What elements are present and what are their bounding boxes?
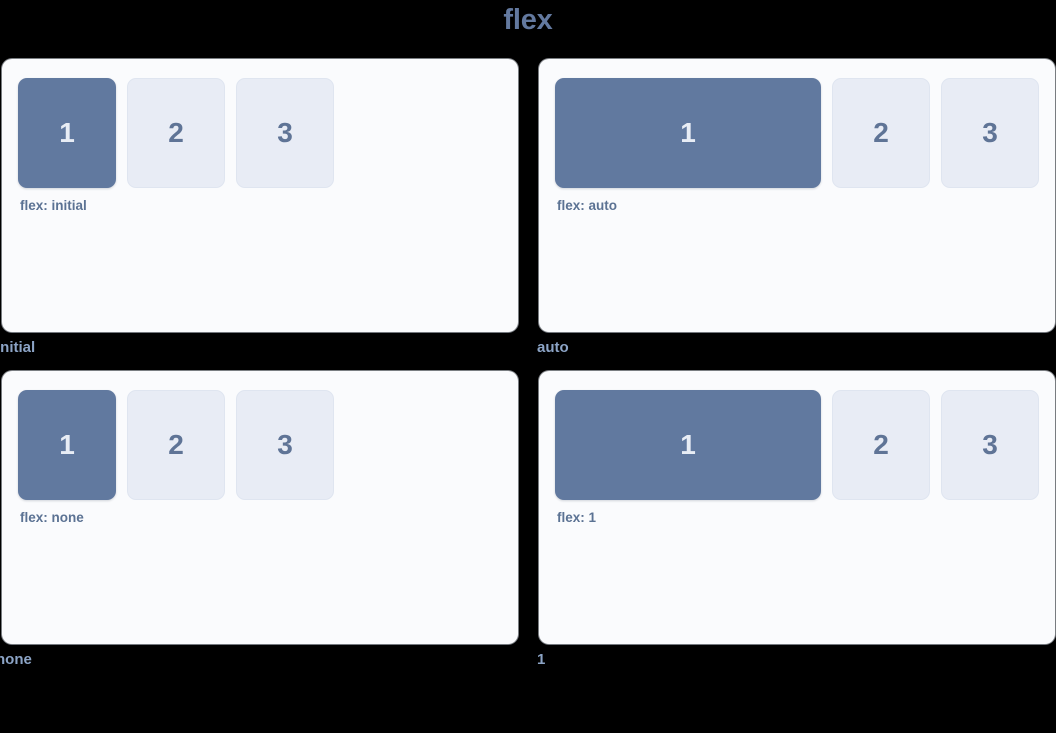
flex-item-label: 2 <box>873 429 889 460</box>
flex-container: 1 2 3 <box>555 78 1039 188</box>
demo-caption: initial <box>0 339 36 356</box>
flex-item-label: 1 <box>680 429 696 460</box>
demo-grid: 1 2 3 flex: initial initial 1 <box>0 59 1056 668</box>
flex-item-label: 3 <box>982 429 998 460</box>
flex-item-1: 1 <box>18 78 116 188</box>
flex-container: 1 2 3 <box>18 390 502 500</box>
demo-card: 1 2 3 flex: auto <box>539 59 1055 332</box>
flex-item-label: 3 <box>277 429 293 460</box>
flex-item-label: 1 <box>680 117 696 148</box>
demo-caption: none <box>0 651 32 668</box>
flex-item-label: 2 <box>168 117 184 148</box>
flex-container: 1 2 3 <box>555 390 1039 500</box>
demo-block-auto: 1 2 3 flex: auto auto <box>537 59 1056 356</box>
flex-item-3: 3 <box>236 78 334 188</box>
flex-item-1: 1 <box>555 390 821 500</box>
flex-item-3: 3 <box>236 390 334 500</box>
page-title: flex <box>503 4 553 36</box>
demo-block-one: 1 2 3 flex: 1 1 <box>537 371 1056 668</box>
code-label: flex: auto <box>557 198 618 213</box>
code-label: flex: 1 <box>557 510 597 525</box>
flex-item-1: 1 <box>555 78 821 188</box>
code-label: flex: initial <box>20 198 87 213</box>
flex-item-label: 2 <box>873 117 889 148</box>
demo-card: 1 2 3 flex: initial <box>2 59 518 332</box>
flex-item-1: 1 <box>18 390 116 500</box>
flex-item-3: 3 <box>941 390 1039 500</box>
flex-item-label: 1 <box>59 429 75 460</box>
demo-card: 1 2 3 flex: 1 <box>539 371 1055 644</box>
flex-item-2: 2 <box>832 390 930 500</box>
flex-container: 1 2 3 <box>18 78 502 188</box>
demo-caption: auto <box>537 339 569 356</box>
demo-caption: 1 <box>537 651 546 668</box>
demo-card: 1 2 3 flex: none <box>2 371 518 644</box>
flex-item-label: 1 <box>59 117 75 148</box>
flex-item-label: 3 <box>277 117 293 148</box>
flex-item-2: 2 <box>832 78 930 188</box>
flex-item-label: 3 <box>982 117 998 148</box>
demo-block-initial: 1 2 3 flex: initial initial <box>0 59 519 356</box>
flex-item-2: 2 <box>127 78 225 188</box>
flex-item-3: 3 <box>941 78 1039 188</box>
flex-item-label: 2 <box>168 429 184 460</box>
flex-item-2: 2 <box>127 390 225 500</box>
code-label: flex: none <box>20 510 84 525</box>
demo-block-none: 1 2 3 flex: none none <box>0 371 519 668</box>
